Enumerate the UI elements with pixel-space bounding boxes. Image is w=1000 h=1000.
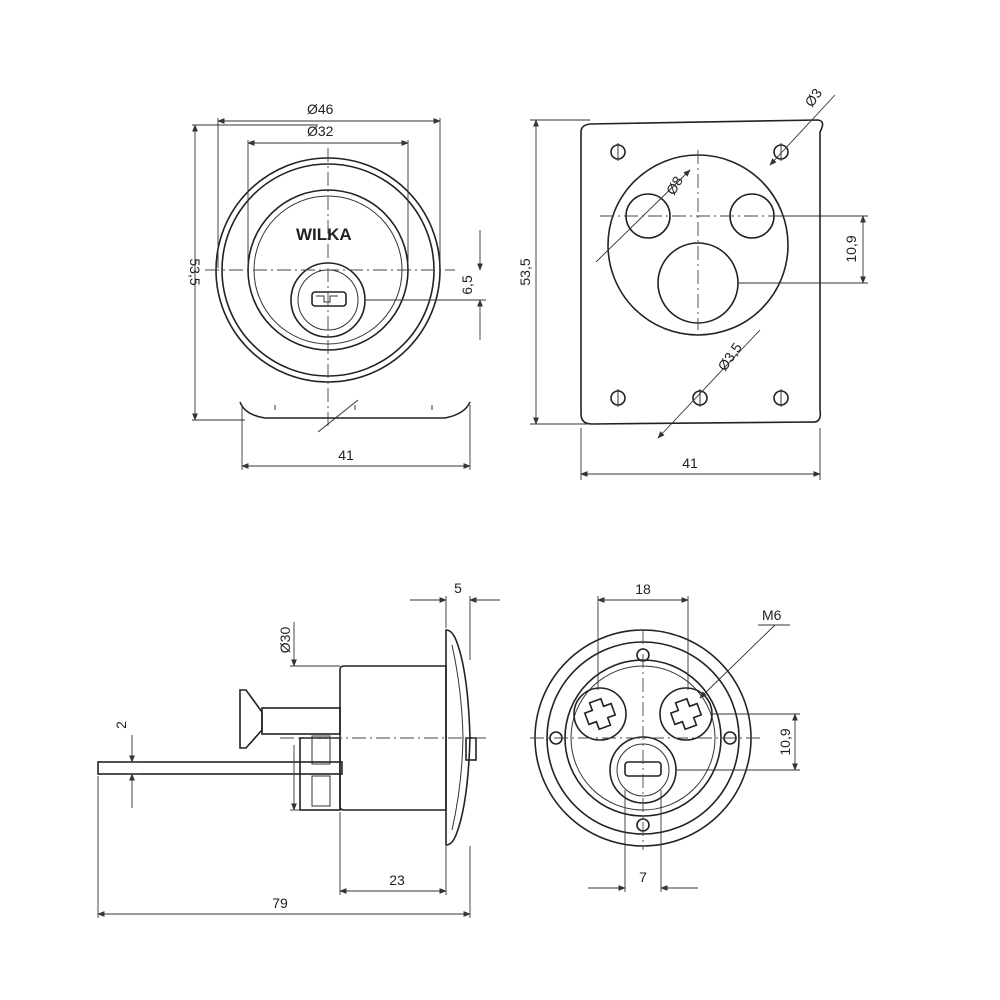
vertical-spacing-label: 10,9: [777, 728, 793, 755]
leader: [317, 399, 359, 433]
outer-dia-label: Ø46: [307, 101, 334, 117]
back-height-label: 53,5: [517, 258, 533, 285]
front-height-label: 53,5: [187, 258, 203, 285]
keyway-icon: [311, 291, 347, 307]
rear-screw-boss-left: [573, 687, 627, 741]
keyway-profile: [316, 295, 338, 303]
thread-label: M6: [762, 607, 782, 623]
leader-thread: [699, 624, 776, 699]
overall-length-label: 79: [272, 895, 288, 911]
side-cam: [311, 735, 331, 765]
leader-hole-bottom: [657, 329, 761, 439]
flange-label: 5: [454, 580, 462, 596]
side-plug-tip: [465, 737, 477, 761]
hole-small-label: Ø3: [801, 85, 825, 110]
front-view: WILKA Ø46 Ø32 53,5 6,5 41: [187, 101, 486, 470]
rear-screw-boss-right: [659, 687, 713, 741]
back-width-label: 41: [682, 455, 698, 471]
brand-logo: WILKA: [296, 225, 352, 244]
side-cam-lower: [311, 775, 331, 807]
tail-height-label: 2: [113, 721, 129, 729]
front-width-label: 41: [338, 447, 354, 463]
back-plate-outline: [580, 119, 824, 425]
body-dia-label: Ø30: [277, 627, 293, 654]
hole-spacing-label: 10,9: [843, 235, 859, 262]
cam-width-label: 7: [639, 869, 647, 885]
screw-head-icon: [583, 697, 617, 731]
offset-label: 6,5: [459, 275, 475, 295]
front-base-plate: [239, 401, 471, 419]
body-length-label: 23: [389, 872, 405, 888]
side-thumbturn-knob: [239, 689, 263, 749]
side-tail-bar: [97, 761, 343, 775]
inner-dia-label: Ø32: [307, 123, 334, 139]
side-flange-inner: [451, 644, 464, 831]
screw-head-icon: [669, 697, 703, 731]
leader-hole-small: [769, 94, 836, 166]
screw-spacing-label: 18: [635, 581, 651, 597]
mounting-holes: [610, 143, 789, 407]
side-view: 5 Ø30 2 23 79: [97, 580, 500, 918]
back-view: Ø3 Ø8 Ø3,5 10,9 53,5 41: [517, 85, 868, 480]
leader-hole-pin: [595, 169, 691, 263]
side-thumbturn-shaft: [261, 707, 341, 735]
rear-view: 18 M6 10,9 7: [530, 581, 800, 892]
hole-bottom-label: Ø3,5: [714, 340, 745, 374]
